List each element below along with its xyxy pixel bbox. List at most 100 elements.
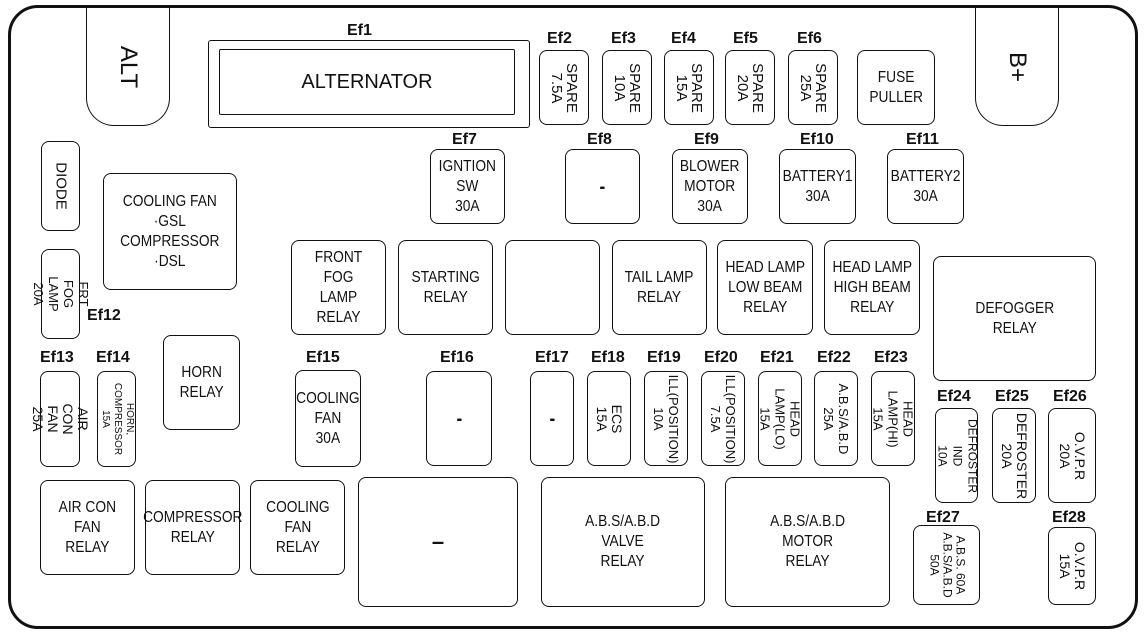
ef9-label-text: BLOWER MOTOR 30A (680, 157, 740, 215)
ef7-fuse: IGNTION SW 30A (430, 149, 505, 224)
head-lamp-high-beam-relay: HEAD LAMP HIGH BEAM RELAY (824, 240, 920, 335)
empty-large-relay-slot: – (358, 477, 518, 607)
ef1-alternator-fuse: ALTERNATOR (208, 40, 530, 128)
abs-abd-valve-relay-label: A.B.S/A.B.D VALVE RELAY (585, 513, 661, 570)
air-con-fan-relay: AIR CON FAN RELAY (40, 480, 135, 575)
ef17-label-text: - (549, 407, 555, 430)
ef26-label: Ef26 (1053, 388, 1087, 405)
ef14-label: Ef14 (96, 349, 130, 366)
ef16-fuse: - (426, 371, 492, 466)
ef6-fuse: SPARE 25A (788, 50, 838, 125)
cooling-fan-compressor-relay: COOLING FAN ·GSL COMPRESSOR ·DSL (103, 173, 237, 290)
ef5-label-text: SPARE 20A (734, 62, 766, 113)
ef10-label-text: BATTERY1 30A (782, 167, 853, 205)
ef20-label-text: ILL(POSITION) 7.5A (708, 374, 738, 463)
ef13-fuse: AIR CON FAN 25A (30, 371, 91, 467)
ef15-fuse: COOLING FAN 30A (295, 370, 361, 467)
ef17-label: Ef17 (535, 349, 569, 366)
ef22-label-text: A.B.S/A.B.D 25A (821, 383, 851, 454)
ef15-label-text: COOLING FAN 30A (296, 389, 360, 447)
ef16-label: Ef16 (440, 349, 474, 366)
ef21-label-text: HEAD LAMP(LO) 15A (757, 387, 803, 450)
ef3-label: Ef3 (611, 30, 636, 47)
ef16-label-text: - (456, 407, 462, 430)
diode: DIODE (41, 141, 80, 231)
cooling-fan-relay-label: COOLING FAN RELAY (265, 498, 330, 556)
ef23-label-text: HEAD LAMP(HI) 15A (870, 389, 916, 448)
ef2-fuse: SPARE 7.5A (539, 50, 589, 125)
fuse-puller: FUSE PULLER (857, 50, 935, 125)
ef19-fuse: ILL(POSITION) 10A (644, 371, 688, 466)
ef11-label: Ef11 (906, 131, 939, 148)
ef24-label: Ef24 (937, 388, 971, 405)
ef6-label-text: SPARE 25A (797, 62, 829, 113)
head-lamp-low-beam-relay: HEAD LAMP LOW BEAM RELAY (717, 240, 813, 335)
horn-relay: HORN RELAY (163, 335, 240, 430)
empty-relay-slot (505, 240, 600, 335)
ef9-label: Ef9 (694, 131, 719, 148)
ef14-fuse: HORN, COMPRESSOR 15A (97, 371, 136, 467)
ef22-fuse: A.B.S/A.B.D 25A (814, 371, 858, 466)
ef8-label: Ef8 (587, 131, 612, 148)
ef6-label: Ef6 (797, 30, 822, 47)
ef18-label-text: ECS 15A (594, 404, 625, 433)
ef26-label-text: O.V.P.R 20A (1057, 431, 1088, 480)
abs-abd-motor-relay-label: A.B.S/A.B.D MOTOR RELAY (770, 513, 845, 570)
ef25-label: Ef25 (995, 388, 1029, 405)
ef10-label: Ef10 (800, 131, 834, 148)
ef18-label: Ef18 (591, 349, 625, 366)
ef23-label: Ef23 (874, 349, 908, 366)
ef24-label-text: DEFROSTER IND 10A (935, 418, 979, 493)
ef2-label: Ef2 (547, 30, 572, 47)
defogger-relay: DEFOGGER RELAY (933, 256, 1096, 381)
ef25-label-text: DEFROSTER 20A (999, 412, 1030, 499)
ef26-fuse: O.V.P.R 20A (1048, 408, 1096, 503)
bplus-terminal: B+ (975, 8, 1059, 126)
ef1-alternator-inner: ALTERNATOR (219, 49, 515, 115)
empty-large-relay-label: – (431, 529, 445, 554)
ef13-label-text: AIR CON FAN 25A (30, 403, 91, 435)
horn-relay-label: HORN RELAY (179, 363, 224, 401)
head-lamp-high-beam-relay-label: HEAD LAMP HIGH BEAM RELAY (832, 258, 912, 316)
abs-abd-valve-relay: A.B.S/A.B.D VALVE RELAY (541, 477, 705, 607)
ef1-alternator-label: ALTERNATOR (301, 71, 433, 93)
ef28-label-text: O.V.P.R 15A (1057, 541, 1088, 591)
bplus-terminal-label: B+ (1004, 51, 1031, 82)
ef21-fuse: HEAD LAMP(LO) 15A (757, 371, 803, 466)
ef7-label-text: IGNTION SW 30A (438, 157, 497, 215)
ef4-fuse: SPARE 15A (664, 50, 714, 125)
ef19-label: Ef19 (647, 349, 681, 366)
ef5-fuse: SPARE 20A (725, 50, 775, 125)
fuse-puller-label: FUSE PULLER (869, 68, 923, 106)
ef27-label-text: A.B.S. 60A A.B.S/A.B.D 50A (927, 532, 967, 598)
defogger-relay-label: DEFOGGER RELAY (975, 299, 1054, 337)
ef2-label-text: SPARE 7.5A (548, 62, 580, 113)
ef4-label: Ef4 (671, 30, 696, 47)
cooling-fan-compressor-relay-label: COOLING FAN ·GSL COMPRESSOR ·DSL (120, 192, 220, 270)
tail-lamp-relay: TAIL LAMP RELAY (612, 240, 707, 335)
diode-label: DIODE (52, 162, 69, 210)
ef22-label: Ef22 (817, 349, 851, 366)
ef21-label: Ef21 (760, 349, 794, 366)
ef13-label: Ef13 (40, 349, 74, 366)
front-fog-lamp-relay-label: FRONT FOG LAMP RELAY (314, 248, 363, 326)
ef17-fuse: - (530, 371, 574, 466)
ef8-fuse: - (565, 149, 640, 224)
ef25-fuse: DEFROSTER 20A (992, 408, 1036, 503)
ef18-fuse: ECS 15A (587, 371, 631, 466)
compressor-relay: COMPRESSOR RELAY (143, 480, 242, 575)
ef28-label: Ef28 (1052, 509, 1086, 526)
ef4-label-text: SPARE 15A (673, 62, 705, 113)
ef12-label: Ef12 (87, 307, 121, 324)
ef1-label: Ef1 (347, 22, 372, 39)
cooling-fan-relay: COOLING FAN RELAY (250, 480, 345, 575)
ef12-fuse: FRT FOG LAMP 20A (31, 249, 91, 339)
air-con-fan-relay-label: AIR CON FAN RELAY (58, 498, 117, 556)
ef27-fuse: A.B.S. 60A A.B.S/A.B.D 50A (913, 525, 980, 605)
front-fog-lamp-relay: FRONT FOG LAMP RELAY (291, 240, 386, 335)
ef19-label-text: ILL(POSITION) 10A (651, 374, 681, 463)
alt-terminal-label: ALT (114, 45, 142, 88)
ef23-fuse: HEAD LAMP(HI) 15A (870, 371, 916, 466)
ef3-label-text: SPARE 10A (611, 62, 643, 113)
ef20-fuse: ILL(POSITION) 7.5A (701, 371, 745, 466)
